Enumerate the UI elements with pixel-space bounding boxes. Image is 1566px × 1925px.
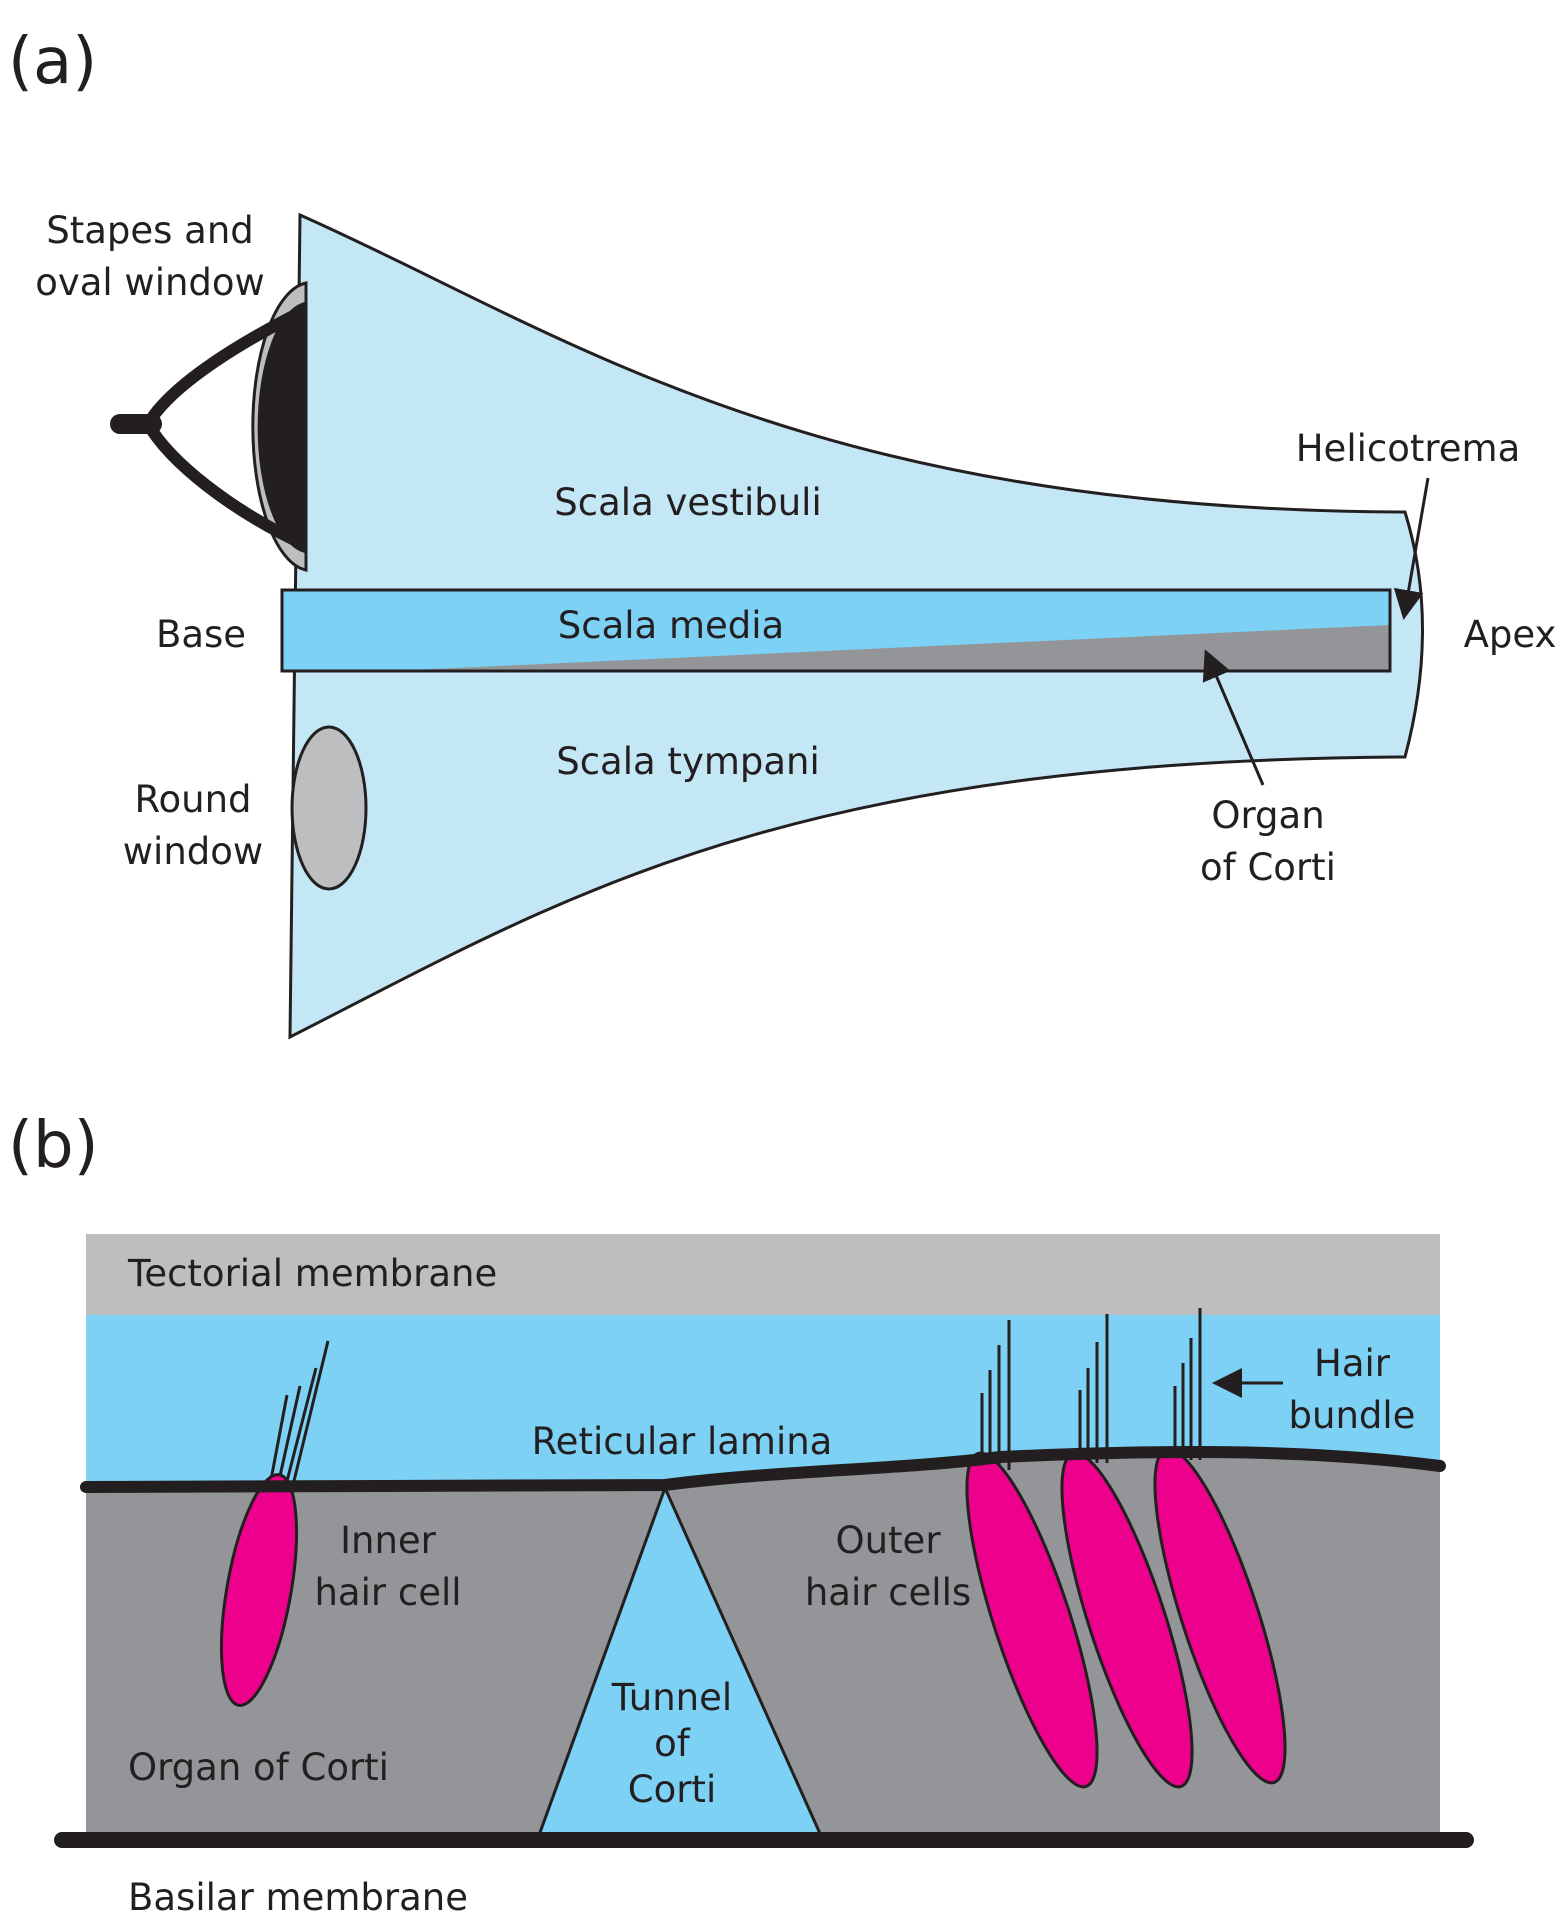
organ-of-corti-label-line1: Organ	[1211, 794, 1324, 837]
tunnel-of-corti-label-line1: Tunnel	[611, 1676, 732, 1719]
outer-hair-cells-label-line2: hair cells	[805, 1571, 971, 1614]
hair-bundle-label-line1: Hair	[1314, 1342, 1391, 1385]
panel-a-label: (a)	[8, 25, 97, 99]
tunnel-of-corti-label-line2: of	[654, 1722, 691, 1765]
tectorial-membrane	[86, 1234, 1440, 1315]
organ-of-corti-label: Organ of Corti	[128, 1746, 389, 1789]
reticular-lamina	[80, 1445, 1446, 1493]
scala-media-border	[280, 588, 1392, 673]
hair-bundle-label-line2: bundle	[1289, 1394, 1416, 1437]
scala-media-label: Scala media	[558, 604, 784, 647]
tectorial-membrane-label: Tectorial membrane	[127, 1252, 497, 1295]
outer-hair-cells-label-line1: Outer	[835, 1519, 941, 1562]
inner-stereocilium	[291, 1340, 330, 1486]
stapes-label-line1: Stapes and	[46, 209, 254, 252]
inner-stereocilium	[276, 1385, 302, 1486]
tunnel-of-corti-label-line3: Corti	[628, 1768, 716, 1811]
reticular-lamina-label: Reticular lamina	[532, 1420, 833, 1463]
outer-hair-cells	[965, 1308, 1287, 1789]
panel-a-labels: Stapes and oval window Helicotrema Scala…	[35, 209, 1556, 889]
panel-b-labels: Tectorial membrane Hair bundle Reticular…	[127, 1252, 1415, 1919]
inner-hair-cell-body	[220, 1473, 298, 1707]
round-window-label-line2: window	[123, 830, 263, 873]
organ-of-corti-arrow	[1202, 649, 1265, 786]
round-window-label-line1: Round	[134, 778, 251, 821]
helicotrema-arrow	[1393, 477, 1430, 620]
scala-vestibuli-label: Scala vestibuli	[554, 481, 821, 524]
organ-of-corti-cross-section	[54, 1234, 1474, 1848]
inner-hair-cell-label-line1: Inner	[340, 1519, 437, 1562]
helicotrema-label: Helicotrema	[1296, 427, 1521, 470]
apex-label: Apex	[1464, 613, 1557, 656]
panel-b-label: (b)	[8, 1109, 99, 1183]
uncoiled-cochlea	[110, 212, 1430, 1040]
basilar-membrane-label: Basilar membrane	[128, 1876, 468, 1919]
scala-tympani-label: Scala tympani	[556, 740, 820, 783]
base-label: Base	[156, 613, 246, 656]
round-window	[290, 725, 368, 891]
organ-of-corti-label-line2: of Corti	[1200, 846, 1336, 889]
stapes-footplate	[257, 302, 305, 553]
inner-hair-cell	[220, 1340, 330, 1707]
stapes-label-line2: oval window	[35, 261, 265, 304]
organ-of-corti-strip	[390, 625, 1390, 671]
inner-hair-cell-label-line2: hair cell	[314, 1571, 461, 1614]
stapes	[110, 281, 308, 572]
scala-media	[280, 588, 1392, 673]
inner-stereocilium	[268, 1394, 289, 1486]
inner-stereocilium	[284, 1367, 318, 1486]
